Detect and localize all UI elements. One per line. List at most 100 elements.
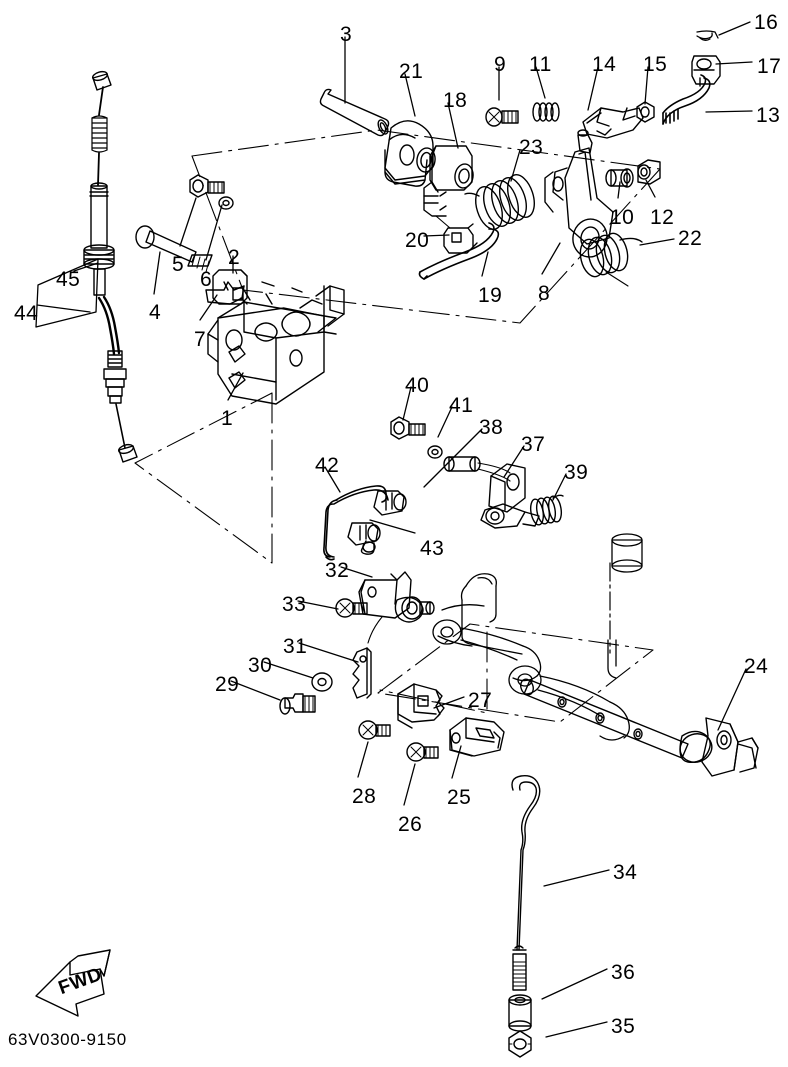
callout-number-11[interactable]: 11 — [529, 53, 552, 76]
callout-number-42[interactable]: 42 — [315, 454, 340, 477]
leader-line-6 — [205, 204, 223, 261]
part-20-joint — [443, 223, 478, 254]
callout-number-31[interactable]: 31 — [283, 635, 308, 658]
callout-number-1[interactable]: 1 — [221, 407, 234, 430]
diagram-part-number: 63V0300-9150 — [8, 1030, 127, 1049]
leader-line-42 — [324, 466, 341, 493]
callout-number-35[interactable]: 35 — [611, 1015, 636, 1038]
part-12-bushing — [637, 159, 661, 185]
leader-line-45 — [73, 262, 99, 272]
callout-number-24[interactable]: 24 — [744, 655, 769, 678]
callout-number-26[interactable]: 26 — [398, 813, 423, 836]
leader-line-36 — [541, 968, 608, 1000]
callout-number-8[interactable]: 8 — [538, 282, 551, 305]
callout-number-13[interactable]: 13 — [756, 104, 781, 127]
leader-line-21 — [404, 73, 416, 117]
part-30-washer — [311, 672, 333, 692]
leader-line-26 — [403, 763, 416, 806]
callout-number-43[interactable]: 43 — [420, 537, 445, 560]
callout-number-30[interactable]: 30 — [248, 654, 273, 677]
part-18-cam-bracket — [423, 145, 474, 229]
callout-number-40[interactable]: 40 — [405, 374, 430, 397]
part-27-clamp — [397, 683, 445, 729]
part-17-grommet — [691, 55, 721, 87]
callout-number-17[interactable]: 17 — [757, 55, 782, 78]
callout-number-21[interactable]: 21 — [399, 60, 424, 83]
part-41-washer — [427, 445, 443, 459]
callout-number-14[interactable]: 14 — [592, 53, 617, 76]
callout-number-16[interactable]: 16 — [754, 11, 779, 34]
part-22-spring — [579, 232, 643, 287]
callout-number-28[interactable]: 28 — [352, 785, 377, 808]
callout-number-44[interactable]: 44 — [14, 302, 39, 325]
leader-line-43 — [369, 519, 416, 534]
leader-line-13 — [705, 110, 753, 113]
callout-number-39[interactable]: 39 — [564, 461, 589, 484]
leader-line-17 — [715, 61, 753, 65]
callout-number-23[interactable]: 23 — [519, 136, 544, 159]
callout-number-41[interactable]: 41 — [449, 394, 474, 417]
leader-line-37 — [503, 445, 525, 478]
leader-line-29 — [230, 680, 281, 701]
callout-number-9[interactable]: 9 — [494, 53, 507, 76]
part-13-hose-elbow — [662, 74, 711, 125]
assembly-panel-lower — [377, 623, 654, 723]
leader-line-40 — [402, 386, 412, 421]
callout-number-38[interactable]: 38 — [479, 416, 504, 439]
part-35-nut — [508, 1030, 532, 1058]
leader-line-18 — [447, 102, 459, 149]
part-19-hose — [418, 222, 500, 280]
leader-line-44 — [36, 304, 91, 313]
leader-line-28 — [357, 741, 369, 778]
callout-number-20[interactable]: 20 — [405, 229, 430, 252]
callout-number-36[interactable]: 36 — [611, 961, 636, 984]
callout-number-2[interactable]: 2 — [228, 246, 241, 269]
leader-line-31 — [298, 642, 359, 663]
callout-number-7[interactable]: 7 — [194, 328, 207, 351]
leader-line-34 — [543, 869, 610, 887]
part-44-45-cable-assembly — [83, 70, 138, 463]
leader-line-14 — [587, 66, 599, 111]
callout-number-18[interactable]: 18 — [443, 89, 468, 112]
callout-number-6[interactable]: 6 — [200, 268, 213, 291]
part-39-spring — [529, 494, 564, 526]
callout-number-37[interactable]: 37 — [521, 433, 546, 456]
callout-number-12[interactable]: 12 — [650, 206, 675, 229]
callout-number-22[interactable]: 22 — [678, 227, 703, 250]
part-34-rod — [511, 775, 541, 991]
leader-line-15 — [644, 66, 649, 105]
part-21-lever-body — [384, 120, 436, 187]
leader-line-10 — [617, 181, 621, 199]
callout-number-19[interactable]: 19 — [478, 284, 503, 307]
callout-number-25[interactable]: 25 — [447, 786, 472, 809]
assembly-panel-mid — [134, 392, 273, 564]
main-body-assembly — [432, 533, 643, 741]
callout-number-4[interactable]: 4 — [149, 301, 162, 324]
fwd-arrow — [35, 949, 111, 1017]
callout-number-45[interactable]: 45 — [56, 268, 81, 291]
leader-line-39 — [552, 473, 567, 501]
part-40-bolt — [390, 416, 426, 440]
callout-number-10[interactable]: 10 — [610, 206, 635, 229]
leader-line-33 — [297, 600, 339, 610]
part-31-plate — [352, 647, 372, 699]
callout-number-34[interactable]: 34 — [613, 861, 638, 884]
leader-line-19 — [481, 251, 489, 277]
callout-number-29[interactable]: 29 — [215, 673, 240, 696]
callout-number-3[interactable]: 3 — [340, 23, 353, 46]
part-38-collar — [443, 456, 511, 482]
callout-number-33[interactable]: 33 — [282, 593, 307, 616]
callout-number-27[interactable]: 27 — [468, 689, 493, 712]
part-9-screw — [485, 107, 519, 127]
leader-line-7 — [199, 294, 218, 321]
part-43-clevis — [347, 490, 407, 555]
leader-line-24 — [717, 668, 747, 731]
callout-number-32[interactable]: 32 — [325, 559, 350, 582]
part-10-bushing — [605, 168, 634, 188]
callout-number-5[interactable]: 5 — [172, 253, 185, 276]
callout-number-15[interactable]: 15 — [643, 53, 668, 76]
